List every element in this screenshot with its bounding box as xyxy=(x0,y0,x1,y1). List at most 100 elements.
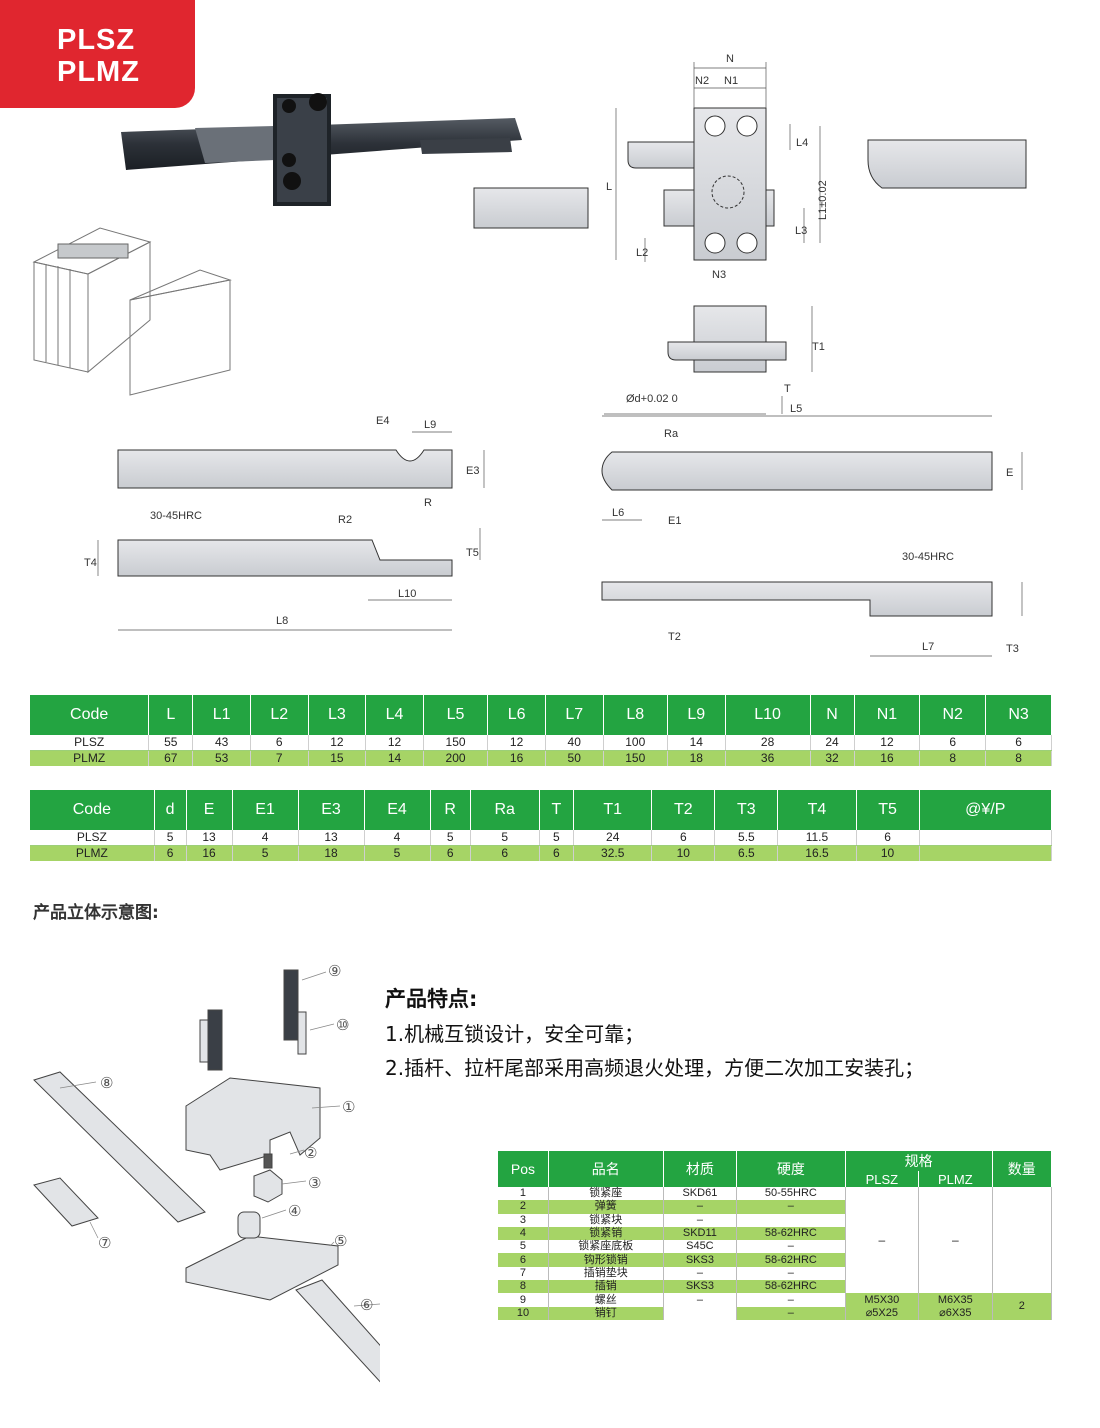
product-code-badge: PLSZ PLMZ xyxy=(0,0,195,108)
col-header: L6 xyxy=(487,695,546,735)
table-cell: 8 xyxy=(919,750,987,766)
table-cell: 4 xyxy=(232,830,299,846)
table-cell: 7 xyxy=(250,750,309,766)
spec-plsz-row9: M5X30 xyxy=(845,1293,920,1307)
col-header: L1 xyxy=(192,695,251,735)
table-cell: SKD61 xyxy=(663,1187,738,1201)
dim-N1: N1 xyxy=(724,75,738,87)
dim-E: E xyxy=(1006,467,1013,479)
table-cell: – xyxy=(663,1266,738,1281)
table-cell: 9 xyxy=(498,1293,549,1307)
dim-E1: E1 xyxy=(668,515,681,527)
col-header: L8 xyxy=(603,695,669,735)
table-cell: 6 xyxy=(470,845,540,861)
dim-T3: T3 xyxy=(1006,643,1019,655)
dim-L2: L2 xyxy=(636,247,648,259)
dim-R2: R2 xyxy=(338,514,352,526)
part-6-hook xyxy=(295,1279,380,1383)
dim-E4: E4 xyxy=(376,415,389,427)
table-cell: 16 xyxy=(186,845,233,861)
spec-plmz-row9: M6X35 xyxy=(918,1293,993,1307)
hook-bar-top-view xyxy=(601,451,993,491)
callout-6: ⑥ xyxy=(360,1296,373,1314)
dim-L3: L3 xyxy=(795,225,807,237)
callout-1: ① xyxy=(342,1098,355,1116)
table-cell: 插销 xyxy=(548,1280,664,1294)
callout-5: ⑤ xyxy=(334,1232,347,1250)
table-cell: 67 xyxy=(148,750,194,766)
exploded-view: ⑨ ⑩ ⑧ ① ② ③ ④ ⑤ ⑦ ⑥ xyxy=(33,962,380,1383)
spec-plmz-row10: ⌀6X35 xyxy=(918,1306,993,1320)
callout-9: ⑨ xyxy=(328,962,341,980)
table-cell: 40 xyxy=(545,735,604,751)
table-cell: 6 xyxy=(250,735,309,751)
table-cell: 12 xyxy=(365,735,424,751)
table-cell: 15 xyxy=(308,750,367,766)
col-header: L10 xyxy=(725,695,811,735)
table-cell: PLMZ xyxy=(30,845,155,861)
qty-rows-9-10: 2 xyxy=(992,1293,1053,1320)
col-header: L4 xyxy=(365,695,424,735)
col-header: N3 xyxy=(985,695,1052,735)
col-header: T1 xyxy=(573,790,653,830)
table-cell: 螺丝 xyxy=(548,1293,664,1307)
col-header: E1 xyxy=(232,790,299,830)
dim-T: T xyxy=(784,383,791,395)
feature-item-1: 1.机械互锁设计，安全可靠； xyxy=(385,1022,645,1046)
table-cell: 32 xyxy=(810,750,855,766)
dim-L6: L6 xyxy=(612,507,624,519)
table-cell: 6.5 xyxy=(714,845,779,861)
screw-9 xyxy=(283,969,299,1041)
col-header-material: 材质 xyxy=(663,1151,738,1187)
col-header: L xyxy=(148,695,194,735)
part-2-spring xyxy=(263,1153,273,1169)
table-cell: 24 xyxy=(573,830,653,846)
table-cell: 6 xyxy=(985,735,1052,751)
dim-N2: N2 xyxy=(695,75,709,87)
hrc-label-a: 30-45HRC xyxy=(150,510,202,522)
col-header: T2 xyxy=(651,790,716,830)
col-header: T xyxy=(539,790,575,830)
feature-item-2: 2.插杆、拉杆尾部采用高频退火处理，方便二次加工安装孔； xyxy=(385,1056,925,1080)
table-cell: 6 xyxy=(651,830,716,846)
table-cell: 4 xyxy=(364,830,431,846)
table-cell: 5 xyxy=(232,845,299,861)
dim-L9: L9 xyxy=(424,419,436,431)
table-cell: 4 xyxy=(498,1226,549,1241)
dim-Ra: Ra xyxy=(664,428,679,440)
table-cell: – xyxy=(736,1266,846,1281)
table-cell: 5 xyxy=(430,830,471,846)
table-cell: 32.5 xyxy=(573,845,653,861)
col-header: L5 xyxy=(423,695,489,735)
col-header: E xyxy=(186,790,233,830)
table-cell: 53 xyxy=(192,750,251,766)
table-cell: 58-62HRC xyxy=(736,1226,846,1241)
dim-T5: T5 xyxy=(466,547,479,559)
table-cell: 3 xyxy=(498,1213,549,1227)
table-cell: 36 xyxy=(725,750,811,766)
table-cell: 钩形锁销 xyxy=(548,1253,664,1267)
table-cell: – xyxy=(736,1240,846,1254)
callout-2: ② xyxy=(304,1144,317,1162)
table-cell: 6 xyxy=(154,845,187,861)
col-header-spec: 规格 xyxy=(845,1151,993,1171)
table-cell: 5.5 xyxy=(714,830,779,846)
table-cell: 13 xyxy=(298,830,365,846)
table-header-row: Pos 品名 材质 硬度 规格 数量 xyxy=(498,1151,1053,1187)
section-title-3d-view: 产品立体示意图: xyxy=(33,903,159,923)
badge-code-plsz: PLSZ xyxy=(57,24,136,56)
table-cell: 6 xyxy=(498,1253,549,1267)
col-header-qty: 数量 xyxy=(992,1151,1053,1187)
col-header: L7 xyxy=(545,695,604,735)
table-cell xyxy=(919,845,1053,861)
table-cell: 200 xyxy=(423,750,489,766)
dim-L8: L8 xyxy=(276,615,288,627)
table-cell: 12 xyxy=(854,735,921,751)
col-header: E3 xyxy=(298,790,365,830)
hook-bar-side-view xyxy=(601,581,993,617)
